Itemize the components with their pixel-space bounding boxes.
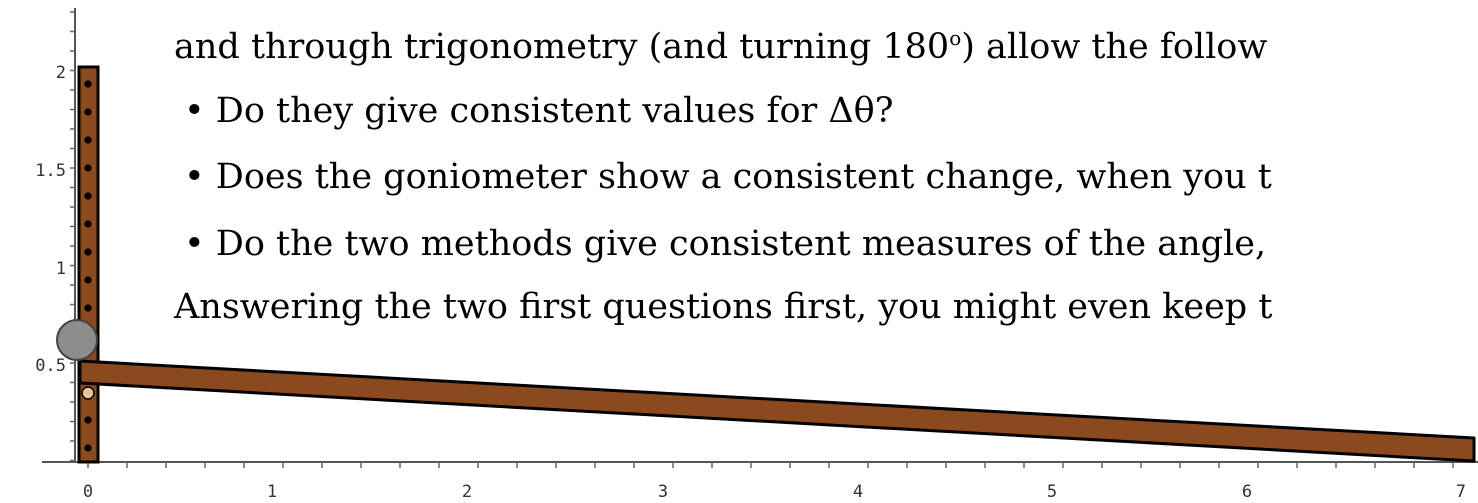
x-tick-5: 5 (1047, 482, 1057, 502)
inclined-beam (78, 359, 1476, 463)
stick-hole (84, 80, 92, 88)
vertical-stick (77, 65, 100, 464)
ball (56, 319, 98, 361)
bullet-item-3: • Do the two methods give consistent mea… (184, 227, 1266, 262)
text-line-bottom: Answering the two first questions first,… (174, 287, 1273, 327)
peg (81, 386, 95, 400)
stick-hole (84, 444, 92, 452)
bullet-text: Do they give consistent values for Δθ? (215, 91, 894, 131)
text-line-top: and through trigonometry (and turning 18… (174, 28, 1267, 65)
bullet-symbol: • (184, 91, 205, 131)
x-tick-3: 3 (658, 482, 668, 502)
x-tick-2: 2 (462, 482, 472, 502)
x-tick-0: 0 (83, 482, 93, 502)
bullet-text: Does the goniometer show a consistent ch… (215, 157, 1272, 197)
x-tick-6: 6 (1242, 482, 1252, 502)
stick-hole (84, 164, 92, 172)
stick-hole (84, 276, 92, 284)
stick-hole (84, 136, 92, 144)
degree-superscript: o (949, 26, 962, 50)
x-tick-7: 7 (1456, 482, 1466, 502)
stick-hole (84, 248, 92, 256)
y-tick-2: 2 (56, 63, 66, 83)
text-line-top-end: ) allow the follow (961, 27, 1268, 67)
stick-hole (84, 192, 92, 200)
minor-ticks (70, 11, 1454, 468)
bullet-text: Do the two methods give consistent measu… (215, 224, 1267, 264)
stick-hole (84, 108, 92, 116)
x-tick-4: 4 (853, 482, 863, 502)
y-tick-1: 1 (56, 259, 66, 279)
x-tick-1: 1 (267, 482, 277, 502)
stick-hole (84, 220, 92, 228)
stick-hole (84, 416, 92, 424)
bullet-item-2: • Does the goniometer show a consistent … (184, 160, 1272, 195)
bullet-symbol: • (184, 224, 205, 264)
stick-hole (84, 304, 92, 312)
text-line-top-start: and through trigonometry (and turning 18… (174, 27, 950, 67)
stick-holes (84, 80, 92, 452)
y-tick-0-5: 0.5 (35, 356, 66, 376)
bullet-symbol: • (184, 157, 205, 197)
y-tick-1-5: 1.5 (35, 161, 66, 181)
bullet-item-1: • Do they give consistent values for Δθ? (184, 94, 894, 129)
